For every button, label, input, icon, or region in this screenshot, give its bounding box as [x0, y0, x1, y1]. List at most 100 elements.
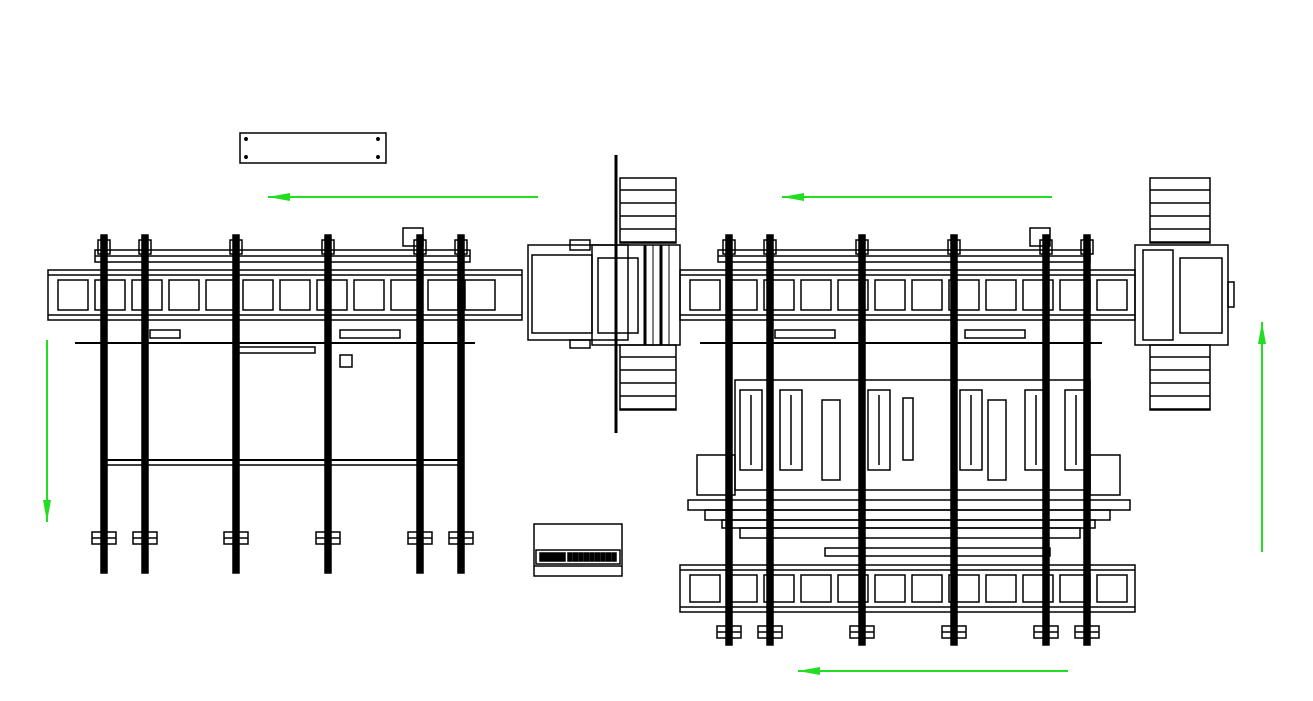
center-transfer-body [527, 244, 629, 341]
machine-cylinder [821, 399, 841, 481]
left-conveyor-roller-cell [427, 279, 459, 311]
left-column [324, 234, 332, 574]
left-conveyor-roller-cell [205, 279, 237, 311]
right-column [1083, 234, 1091, 646]
right-conveyor-roller-cell [911, 279, 943, 311]
left-conveyor-roller-cell [464, 279, 496, 311]
right-transfer-panel [1142, 249, 1174, 341]
control-terminal-strip [535, 549, 621, 565]
left-column-cap [454, 239, 468, 255]
left-column [416, 234, 424, 574]
right-column [725, 234, 733, 646]
right-bracket [774, 329, 836, 339]
control-terminal [583, 552, 590, 562]
flow-arrow-left-icon [782, 193, 804, 201]
control-terminal [611, 552, 617, 562]
control-terminal [578, 552, 584, 562]
control-terminal [605, 552, 612, 562]
machine-cylinder [987, 399, 1007, 481]
control-breaker [539, 552, 566, 562]
right-conveyor-roller-cell [837, 279, 869, 311]
right-ladder-top [1149, 177, 1211, 244]
left-column-cap [321, 239, 335, 255]
flow-arrow-left-icon [798, 667, 820, 675]
machine-side-box [1089, 454, 1121, 496]
right-ladder-bottom [1149, 344, 1211, 411]
left-conveyor-roller-cell [353, 279, 385, 311]
machine-module [959, 389, 983, 471]
right-column-cap [855, 239, 869, 255]
right-column-cap [722, 239, 736, 255]
machine-table [687, 499, 1131, 511]
machine-rod [902, 397, 914, 461]
center-transfer-inner [597, 257, 639, 334]
left-conveyor-roller-cell [57, 279, 89, 311]
left-conveyor-roller-cell [94, 279, 126, 311]
control-terminal [567, 552, 573, 562]
flow-arrow-up-icon [1258, 322, 1266, 344]
center-ladder-top [619, 177, 677, 244]
lower-conveyor-roller-cell [800, 574, 832, 603]
lower-conveyor-roller-cell [948, 574, 980, 603]
left-column [100, 234, 108, 574]
left-conveyor-roller-cell [316, 279, 348, 311]
plate-screw [376, 137, 380, 141]
lower-conveyor-roller-cell [837, 574, 869, 603]
right-column-cap [763, 239, 777, 255]
name-plate [239, 132, 387, 164]
control-terminal [572, 552, 579, 562]
right-conveyor-roller-cell [948, 279, 980, 311]
left-conveyor-frame [47, 269, 523, 321]
right-conveyor-roller-cell [874, 279, 906, 311]
right-transfer-body [1134, 244, 1229, 346]
right-conveyor-roller-cell [1096, 279, 1128, 311]
left-bracket [149, 329, 181, 339]
plate-screw [244, 137, 248, 141]
plate-screw [376, 155, 380, 159]
left-column-cap [229, 239, 243, 255]
machine-plate-4 [824, 547, 1051, 557]
right-conveyor-roller-cell [1022, 279, 1054, 311]
machine-linework [47, 132, 1235, 646]
machine-module [779, 389, 803, 471]
machine-side-box [696, 454, 736, 496]
right-column [766, 234, 774, 646]
left-conveyor-roller-cell [279, 279, 311, 311]
left-column [457, 234, 465, 574]
center-transfer-frame [591, 244, 681, 346]
right-column-cap [947, 239, 961, 255]
lower-conveyor-roller-cell [874, 574, 906, 603]
left-sensor [339, 354, 353, 368]
left-bracket [234, 346, 316, 354]
flow-arrow-down-icon [43, 500, 51, 522]
center-motor [569, 339, 591, 349]
control-terminal [594, 552, 601, 562]
left-column-cap [138, 239, 152, 255]
lower-conveyor-roller-cell [763, 574, 795, 603]
control-terminal [600, 552, 606, 562]
right-transfer-handle [1227, 281, 1235, 308]
right-conveyor-roller-cell [763, 279, 795, 311]
machine-module [867, 389, 891, 471]
machine-plate-2 [721, 519, 1096, 529]
left-column-cap [413, 239, 427, 255]
lower-conveyor-roller-cell [911, 574, 943, 603]
flow-arrow-left-icon [268, 193, 290, 201]
lower-conveyor-frame [679, 564, 1136, 613]
flow-arrows [43, 193, 1266, 675]
left-column-cap [97, 239, 111, 255]
control-box [533, 523, 623, 577]
control-terminal [589, 552, 595, 562]
left-column [232, 234, 240, 574]
machine-plate-3 [739, 527, 1081, 539]
lower-conveyor-roller-cell [985, 574, 1017, 603]
right-conveyor-roller-cell [800, 279, 832, 311]
left-conveyor-roller-cell [242, 279, 274, 311]
right-column [1042, 234, 1050, 646]
right-column-cap [1039, 239, 1053, 255]
lower-conveyor-roller-cell [689, 574, 721, 603]
lower-conveyor-roller-cell [1096, 574, 1128, 603]
left-conveyor-roller-cell [168, 279, 200, 311]
right-transfer-inner [1179, 257, 1223, 334]
